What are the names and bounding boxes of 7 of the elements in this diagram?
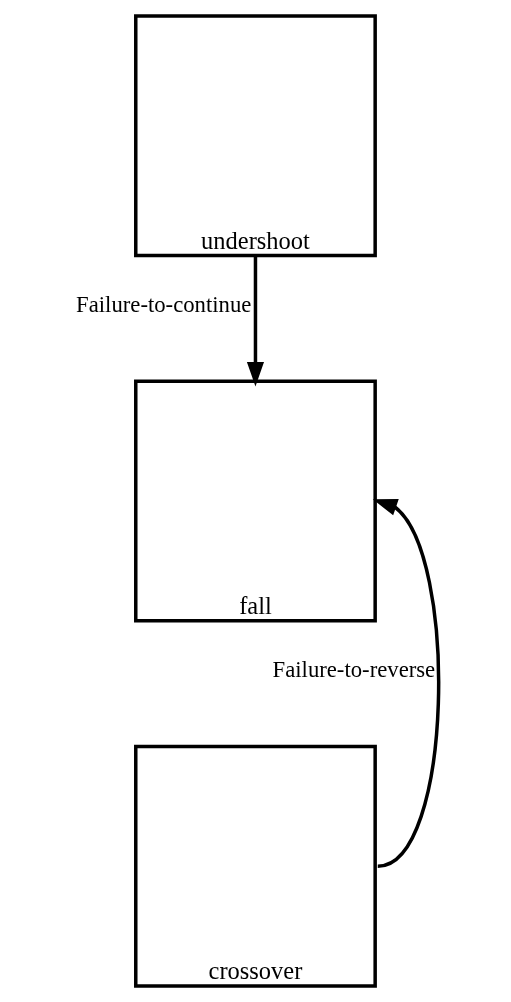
node-box: fall <box>134 379 377 623</box>
edge-label: Failure-to-continue <box>76 292 252 318</box>
edge-label: Failure-to-reverse <box>272 656 436 682</box>
node-box: crossover <box>134 744 377 988</box>
arrow <box>246 256 265 387</box>
arrow <box>372 499 441 868</box>
node-box: undershoot <box>134 14 377 258</box>
